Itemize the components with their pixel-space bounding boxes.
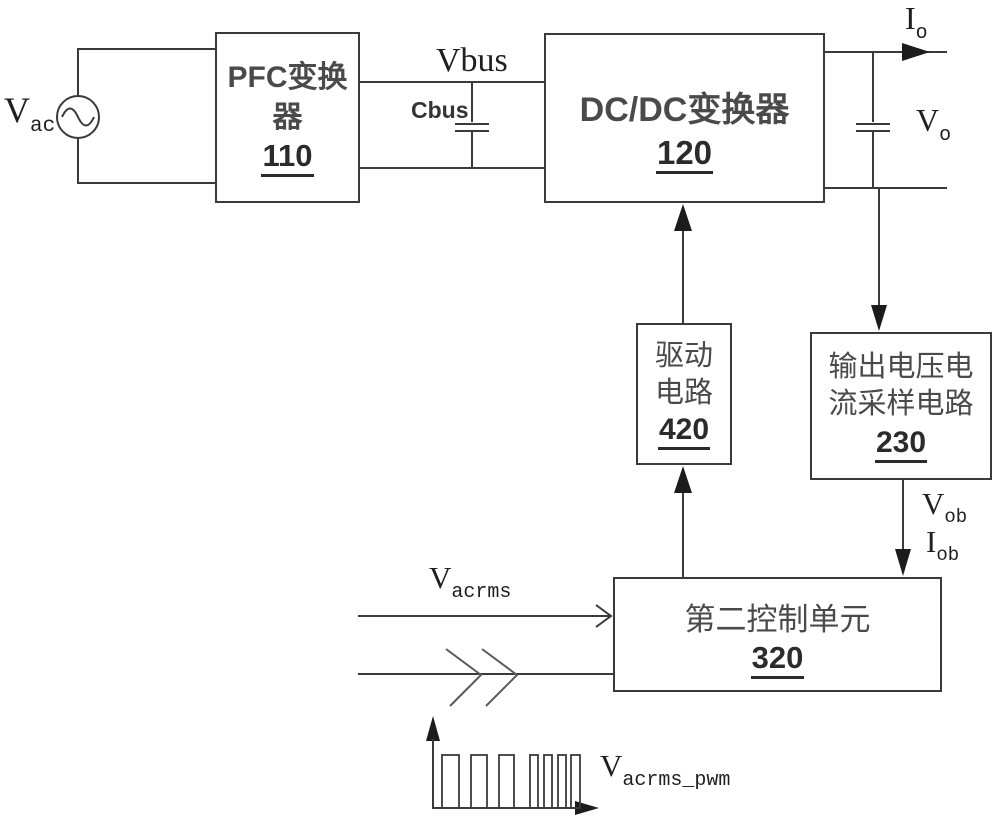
- pwm-pulse-narrow-1: [529, 754, 539, 809]
- vac-label: Vac: [4, 90, 56, 138]
- vacrms-pwm-label: Vacrms_pwm: [600, 748, 731, 792]
- ac-source-symbol: [56, 95, 100, 139]
- pwm-pulse-narrow-2: [543, 754, 553, 809]
- double-chevron-break-symbol: [445, 648, 519, 707]
- chevron-break-left: [445, 648, 483, 707]
- dcdc-converter-ref: 120: [655, 135, 714, 175]
- pfc-converter-ref: 110: [261, 140, 314, 177]
- wire-vac-bottom: [77, 138, 215, 184]
- drive-circuit-ref: 420: [657, 414, 711, 450]
- ac-sine-icon: [61, 107, 95, 127]
- output-sampling-title: 输出电压电流采样电路: [828, 351, 974, 421]
- second-control-unit-ref: 320: [750, 642, 805, 679]
- pwm-pulse-wide-1: [441, 754, 460, 809]
- dcdc-in-arrowhead-icon: [674, 204, 692, 231]
- output-sampling-ref: 230: [874, 427, 928, 463]
- sample-in-arrowhead-icon: [871, 305, 887, 331]
- control-in-arrowhead-icon: [895, 549, 911, 576]
- dcdc-converter-title: DC/DC变换器: [579, 90, 790, 129]
- pwm-pulse-wide-2: [470, 754, 488, 809]
- vo-label: Vo: [916, 102, 952, 147]
- pfc-converter-title: PFC变换器: [227, 61, 348, 135]
- vacrms-label: Vacrms: [429, 560, 512, 604]
- pwm-waveform-symbol: [432, 739, 581, 809]
- drive-in-arrowhead-icon: [674, 466, 692, 493]
- pfc-converter-block: PFC变换器 110: [215, 32, 360, 203]
- vacrms-arrowhead-icon: [595, 604, 613, 628]
- vbus-label: Vbus: [436, 42, 508, 79]
- vob-label: Vob: [922, 486, 968, 528]
- wire-vac-top: [77, 48, 215, 96]
- cbus-label: Cbus: [411, 97, 469, 123]
- io-label: Io: [905, 0, 928, 45]
- output-sampling-block: 输出电压电流采样电路 230: [810, 332, 992, 480]
- iob-label: Iob: [926, 524, 960, 566]
- dcdc-converter-block: DC/DC变换器 120: [544, 33, 825, 203]
- pwm-pulse-wide-3: [498, 754, 515, 809]
- second-control-unit-block: 第二控制单元 320: [613, 577, 942, 692]
- drive-circuit-title: 驱动电路: [654, 340, 713, 410]
- pwm-xaxis-arrowhead-icon: [575, 801, 599, 815]
- pwm-pulse-narrow-4: [570, 754, 581, 809]
- second-control-unit-title: 第二控制单元: [684, 602, 871, 638]
- io-arrowhead-icon: [902, 43, 930, 61]
- pwm-pulse-narrow-3: [557, 754, 567, 809]
- pwm-yaxis-arrowhead-icon: [426, 716, 440, 741]
- chevron-break-right: [481, 648, 519, 707]
- drive-circuit-block: 驱动电路 420: [636, 323, 732, 465]
